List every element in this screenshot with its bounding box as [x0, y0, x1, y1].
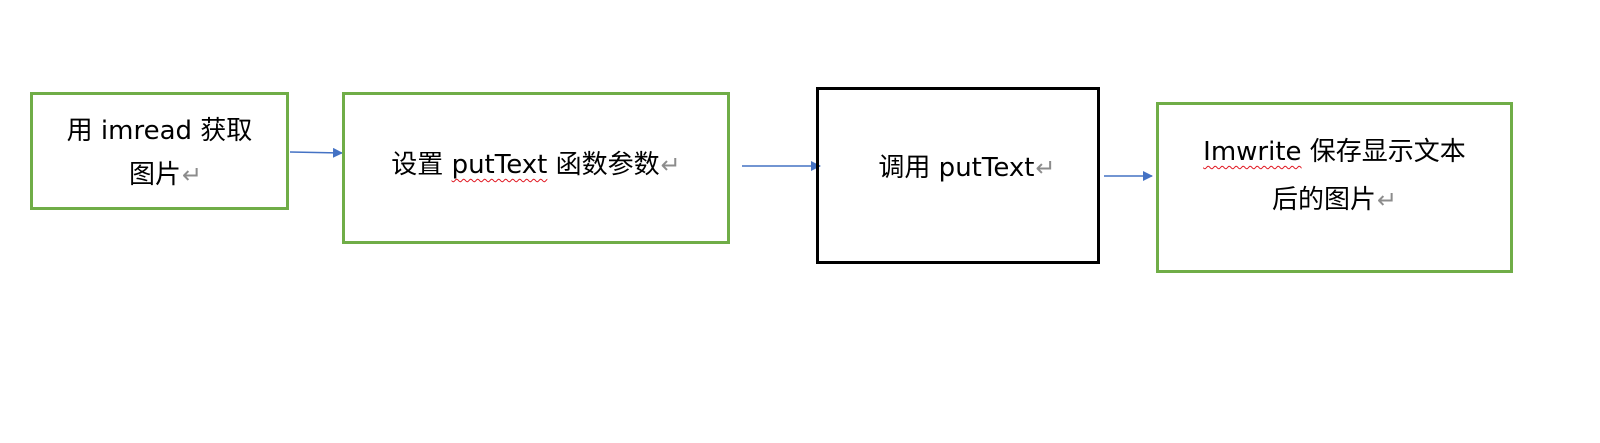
paragraph-mark-icon: ↵ — [1376, 186, 1398, 214]
step-text: 调用 putText — [878, 153, 1035, 183]
step-box-set-puttext-params: 设置 putText 函数参数↵ — [342, 92, 730, 244]
step-text: 设置 — [391, 150, 452, 180]
step-box-call-puttext: 调用 putText↵ — [816, 87, 1100, 264]
step-box-read-image: 用 imread 获取 图片↵ — [30, 92, 289, 210]
step-text-line: 图片↵ — [129, 153, 202, 197]
spellcheck-flagged-word: Imwrite — [1203, 137, 1302, 167]
step-text: 后的图片 — [1271, 185, 1376, 215]
step-box-imwrite-save: Imwrite 保存显示文本 后的图片↵ — [1156, 102, 1513, 273]
step-text-line: 调用 putText↵ — [878, 146, 1055, 190]
step-text-line: 后的图片↵ — [1272, 178, 1397, 222]
paragraph-mark-icon: ↵ — [181, 161, 203, 189]
step-text: 用 imread 获取 — [66, 116, 253, 146]
step-text-line: 用 imread 获取 — [67, 109, 253, 153]
spellcheck-flagged-word: putText — [451, 150, 548, 180]
paragraph-mark-icon: ↵ — [1035, 154, 1056, 182]
step-text: 图片 — [128, 160, 181, 190]
step-text-line: Imwrite 保存显示文本 — [1203, 130, 1466, 174]
paragraph-mark-icon: ↵ — [660, 151, 681, 179]
step-text: 保存显示文本 — [1301, 137, 1466, 167]
step-text: 函数参数 — [547, 150, 660, 180]
arrow-step1-to-step2 — [289, 147, 343, 158]
step-text-line: 设置 putText 函数参数↵ — [391, 143, 680, 187]
